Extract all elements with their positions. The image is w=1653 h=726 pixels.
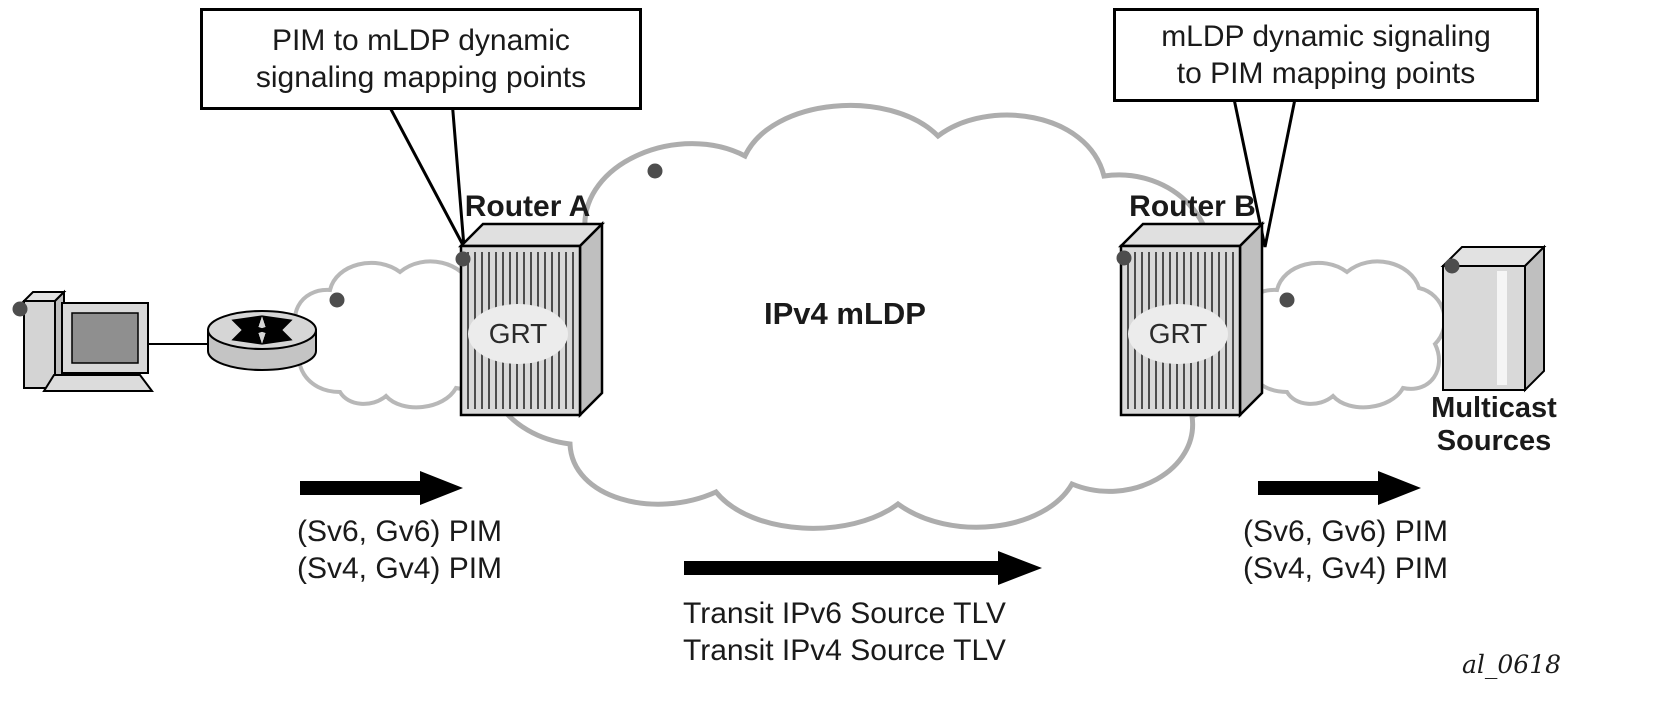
connection-dot xyxy=(1444,258,1460,274)
access-cloud-right-icon xyxy=(1240,259,1447,410)
connection-dot xyxy=(1116,250,1132,266)
router-a-grt-label: GRT xyxy=(488,318,548,349)
callout-left-line1: PIM to mLDP dynamic xyxy=(272,23,570,57)
callout-right-line2: to PIM mapping points xyxy=(1176,57,1476,90)
connection-dot xyxy=(12,301,28,317)
transit-tlv-arrow-icon xyxy=(684,551,1042,585)
router-b-chassis-icon xyxy=(1117,220,1266,419)
multicast-source-server-icon xyxy=(1440,244,1547,393)
multicast-sources-line1: Multicast xyxy=(1431,392,1557,424)
left-pim-flow-line2: (Sv4, Gv4) PIM xyxy=(297,551,503,585)
connection-dot xyxy=(1279,292,1295,308)
right-pim-flow-label: (Sv6, Gv6) PIM (Sv4, Gv4) PIM xyxy=(1243,514,1448,587)
router-b-grt-label: GRT xyxy=(1148,318,1208,349)
left-pim-flow-line1: (Sv6, Gv6) PIM xyxy=(297,515,503,548)
router-a-grt-oval xyxy=(468,304,568,364)
callout-left-line2: signaling mapping points xyxy=(255,61,587,94)
core-cloud-label: IPv4 mLDP xyxy=(764,296,926,331)
callout-right-line1: mLDP dynamic signaling xyxy=(1161,19,1491,53)
router-b-label: Router B xyxy=(1129,190,1256,223)
router-a-label: Router A xyxy=(464,190,591,223)
host-computer-icon xyxy=(21,289,154,392)
transit-tlv-flow-line2: Transit IPv4 Source TLV xyxy=(683,633,1006,667)
connection-dot xyxy=(647,163,663,179)
router-a-chassis-icon xyxy=(457,220,606,419)
edge-router-cylinder-icon xyxy=(207,310,317,371)
left-pim-flow-label: (Sv6, Gv6) PIM (Sv4, Gv4) PIM xyxy=(297,514,502,587)
left-pim-arrow-icon xyxy=(300,471,463,505)
router-b-grt-oval xyxy=(1128,304,1228,364)
multicast-sources-line2: Sources xyxy=(1436,425,1552,458)
connection-dot xyxy=(329,292,345,308)
multicast-sources-label: Multicast Sources xyxy=(1408,392,1580,459)
callout-left: PIM to mLDP dynamic signaling mapping po… xyxy=(200,8,642,110)
right-pim-arrow-icon xyxy=(1258,471,1421,505)
transit-tlv-flow-line1: Transit IPv6 Source TLV xyxy=(683,597,1006,630)
connection-dot xyxy=(455,251,471,267)
callout-left-tail xyxy=(383,98,466,248)
figure-id-label: al_0618 xyxy=(1462,650,1562,679)
transit-tlv-flow-label: Transit IPv6 Source TLV Transit IPv4 Sou… xyxy=(683,596,1006,669)
right-pim-flow-line1: (Sv6, Gv6) PIM xyxy=(1243,515,1449,548)
callout-right: mLDP dynamic signaling to PIM mapping po… xyxy=(1113,8,1539,102)
right-pim-flow-line2: (Sv4, Gv4) PIM xyxy=(1243,551,1449,585)
